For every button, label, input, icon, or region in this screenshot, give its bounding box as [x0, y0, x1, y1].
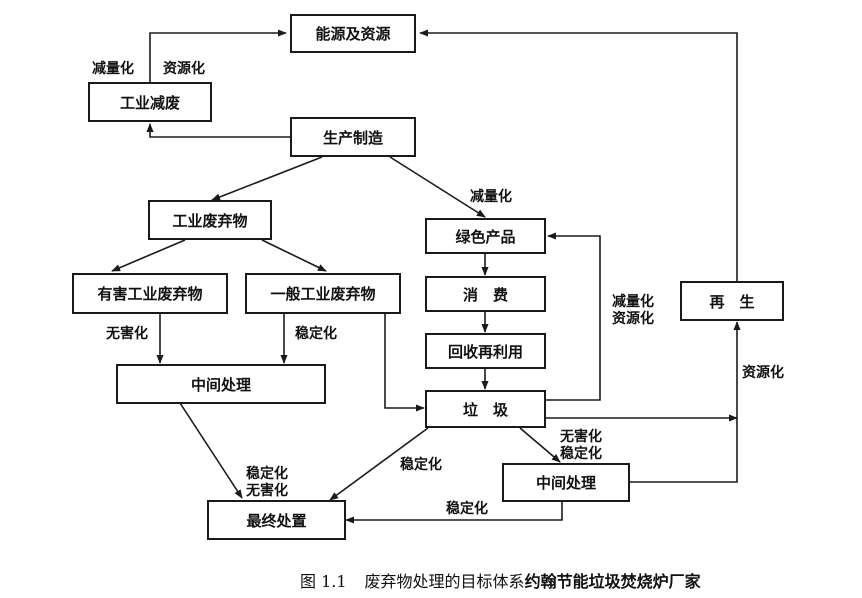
edge-intermediate-to-final: [179, 402, 243, 499]
edge-garbage-to-final: [329, 427, 429, 501]
label-harmless-left: 无害化: [106, 326, 148, 342]
caption-number: 图 1.1: [300, 572, 347, 591]
node-production: 生产制造: [290, 117, 416, 157]
node-recycle: 回收再利用: [425, 333, 546, 369]
node-final-disposal: 最终处置: [207, 500, 346, 540]
edge-waste-to-general: [261, 239, 327, 272]
label-stabilize-bottom: 稳定化: [446, 501, 488, 517]
label-stabilize-garbage: 稳定化: [400, 457, 442, 473]
label-reduction-resource: 减量化 资源化: [612, 294, 654, 328]
caption-watermark: 约翰节能垃圾焚烧炉厂家: [524, 572, 701, 591]
label-line: 无害化: [246, 483, 288, 499]
edge-garbage-to-intermediate-right: [519, 427, 561, 463]
edge-garbage-to-green: [544, 232, 601, 401]
label-line: 资源化: [612, 311, 654, 327]
label-line: 减量化: [612, 294, 654, 310]
edge-production-to-reduce: [146, 123, 290, 138]
label-resource-right: 资源化: [742, 365, 784, 381]
edge-general-to-garbage: [384, 314, 425, 412]
node-garbage: 垃 圾: [425, 390, 546, 428]
node-general-waste: 一般工业废弃物: [245, 273, 401, 314]
label-reduction-green: 减量化: [470, 189, 512, 205]
node-intermediate-right: 中间处理: [502, 463, 630, 502]
edge-intermediate-right-to-final: [345, 502, 563, 524]
node-regenerate: 再 生: [680, 281, 784, 321]
label-line: 稳定化: [560, 446, 602, 462]
edge-production-to-industrial-waste: [211, 156, 323, 201]
caption-text: 废弃物处理的目标体系: [364, 572, 525, 591]
label-line: 稳定化: [246, 466, 288, 482]
label-stabilize-mid: 稳定化: [295, 326, 337, 342]
node-intermediate-left: 中间处理: [116, 364, 326, 404]
edge-reduce-to-energy: [149, 29, 287, 82]
label-stabilize-harmless-final: 稳定化 无害化: [246, 466, 288, 500]
figure-caption: 图 1.1 废弃物处理的目标体系约翰节能垃圾焚烧炉厂家: [300, 568, 701, 592]
node-energy-resources: 能源及资源: [290, 14, 416, 53]
edge-regenerate-to-energy: [419, 29, 738, 281]
label-line: 无害化: [560, 429, 602, 445]
label-reduction-top: 减量化: [92, 61, 134, 77]
label-harmless-stabilize: 无害化 稳定化: [560, 429, 602, 463]
label-resource-top: 资源化: [163, 61, 205, 77]
edge-intermediate-right-to-regenerate: [630, 321, 741, 483]
node-hazardous-waste: 有害工业废弃物: [72, 273, 228, 314]
node-consumption: 消 费: [425, 276, 546, 312]
node-industrial-waste-reduction: 工业减废: [88, 82, 212, 122]
edge-waste-to-hazardous: [111, 239, 186, 272]
node-green-product: 绿色产品: [425, 218, 546, 254]
node-industrial-waste: 工业废弃物: [148, 200, 272, 240]
edge-production-to-green: [389, 156, 486, 218]
